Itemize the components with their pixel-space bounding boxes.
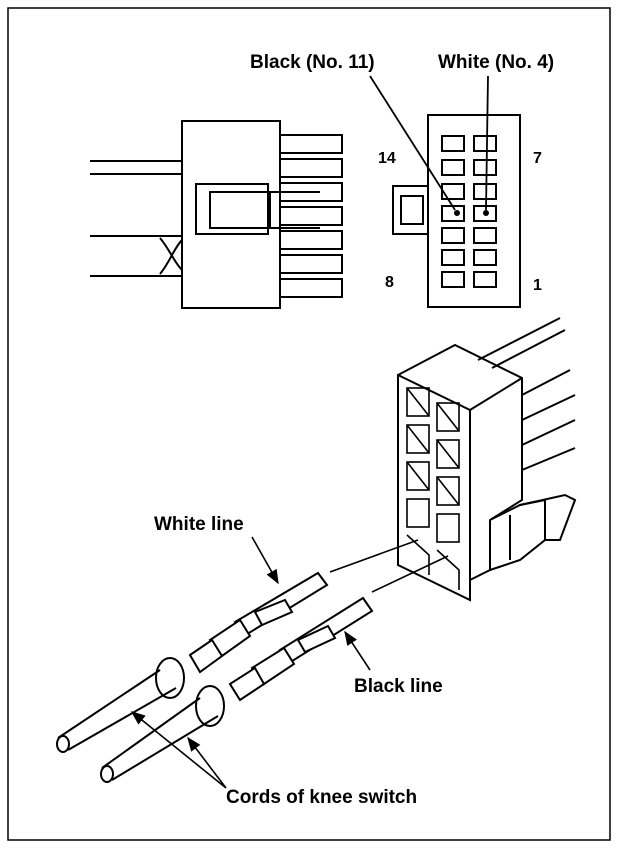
connector-front-view (392, 114, 521, 308)
insertion-line-white (329, 539, 419, 573)
insertion-line-black (371, 555, 449, 593)
connector-perspective (397, 317, 577, 602)
arrow-white-line (251, 536, 279, 585)
figure-border (7, 7, 611, 841)
collar-white (155, 657, 185, 699)
arrow-cord-1 (130, 711, 227, 789)
pin-label-7: 7 (533, 150, 542, 167)
arrow-black-line (344, 630, 371, 671)
label-white-line: White line (154, 514, 244, 535)
connector-side-view (90, 120, 343, 309)
terminal-white (188, 571, 329, 674)
arrow-cord-2 (187, 736, 227, 789)
label-cords-of-knee-switch: Cords of knee switch (226, 787, 417, 808)
pin-label-1: 1 (533, 277, 542, 294)
pin-label-8: 8 (385, 274, 394, 291)
leader-black (369, 75, 456, 211)
pin-label-14: 14 (378, 150, 396, 167)
pin-4-marker (483, 210, 489, 216)
label-white-no4: White (No. 4) (438, 52, 554, 73)
label-black-no11: Black (No. 11) (250, 52, 375, 73)
terminal-black (228, 596, 374, 702)
label-black-line: Black line (354, 676, 443, 697)
leader-white (485, 75, 489, 211)
pin-11-marker (454, 210, 460, 216)
knee-switch-cords (56, 669, 219, 783)
